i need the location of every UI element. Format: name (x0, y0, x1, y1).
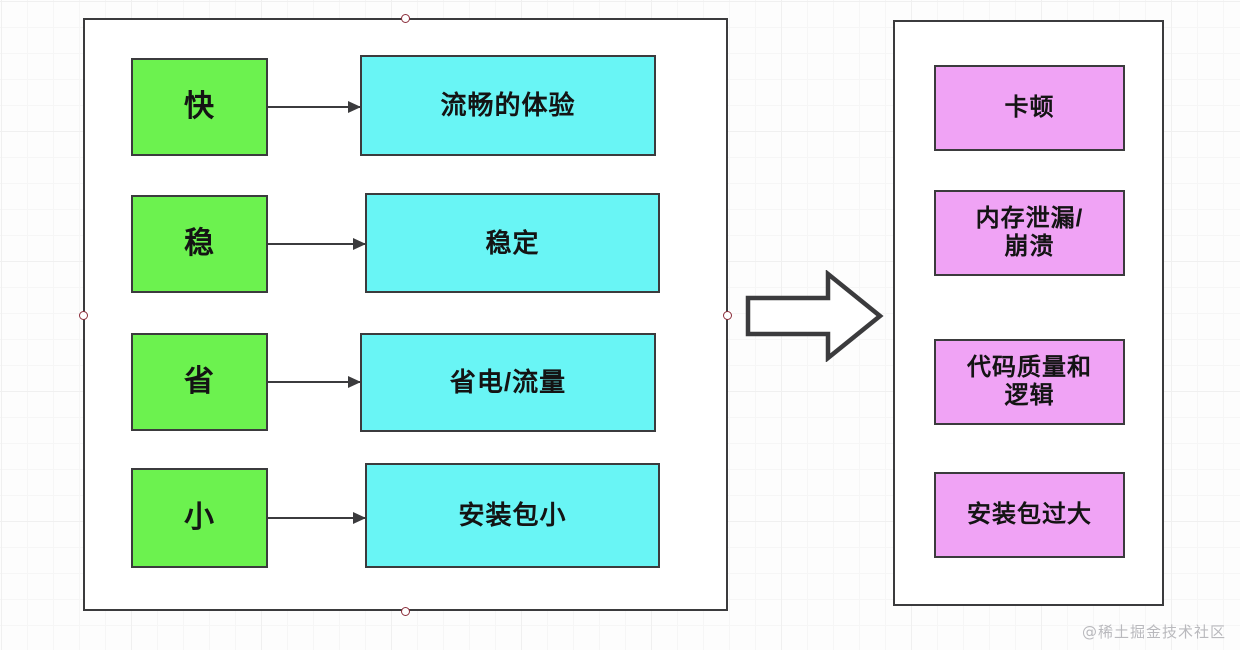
arrowhead-icon (353, 238, 366, 250)
watermark-text: @稀土掘金技术社区 (1081, 623, 1226, 641)
problem-box-4[interactable]: 安装包过大 (934, 472, 1125, 558)
connector-arrow-3 (268, 376, 361, 388)
block-arrow-icon (745, 270, 884, 362)
outcome-box-4[interactable]: 安装包小 (365, 463, 660, 568)
principle-box-4[interactable]: 小 (131, 468, 268, 568)
outcome-box-3[interactable]: 省电/流量 (360, 333, 656, 432)
selection-handle-top[interactable] (400, 13, 410, 23)
selection-handle-right[interactable] (722, 310, 732, 320)
arrowhead-icon (348, 376, 361, 388)
problem-box-3[interactable]: 代码质量和 逻辑 (934, 339, 1125, 425)
problem-box-2[interactable]: 内存泄漏/ 崩溃 (934, 190, 1125, 276)
connector-arrow-4 (268, 512, 366, 524)
principle-box-1[interactable]: 快 (131, 58, 268, 156)
principle-box-2[interactable]: 稳 (131, 195, 268, 293)
selection-handle-bottom[interactable] (400, 606, 410, 616)
connector-arrow-1 (268, 101, 361, 113)
outcome-box-1[interactable]: 流畅的体验 (360, 55, 656, 156)
arrowhead-icon (353, 512, 366, 524)
connector-arrow-2 (268, 238, 366, 250)
selection-handle-left[interactable] (78, 310, 88, 320)
principle-box-3[interactable]: 省 (131, 333, 268, 431)
arrowhead-icon (348, 101, 361, 113)
problem-box-1[interactable]: 卡顿 (934, 65, 1125, 151)
outcome-box-2[interactable]: 稳定 (365, 193, 660, 293)
